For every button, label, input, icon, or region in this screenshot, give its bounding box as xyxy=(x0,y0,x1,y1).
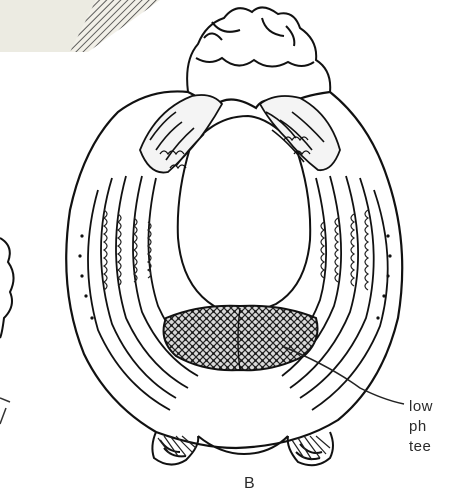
upper-skull-crest xyxy=(187,7,330,92)
callout-label-line-3: tee xyxy=(409,438,431,456)
adjacent-figure-tick xyxy=(0,398,10,424)
callout-label-line-1: low xyxy=(409,398,433,416)
panel-label: B xyxy=(244,475,255,493)
adjacent-figure-fragment xyxy=(0,0,160,52)
adjacent-figure-outline xyxy=(0,238,14,338)
lower-pharyngeal-tooth-plate xyxy=(164,306,318,370)
callout-label-line-2: ph xyxy=(409,418,427,436)
